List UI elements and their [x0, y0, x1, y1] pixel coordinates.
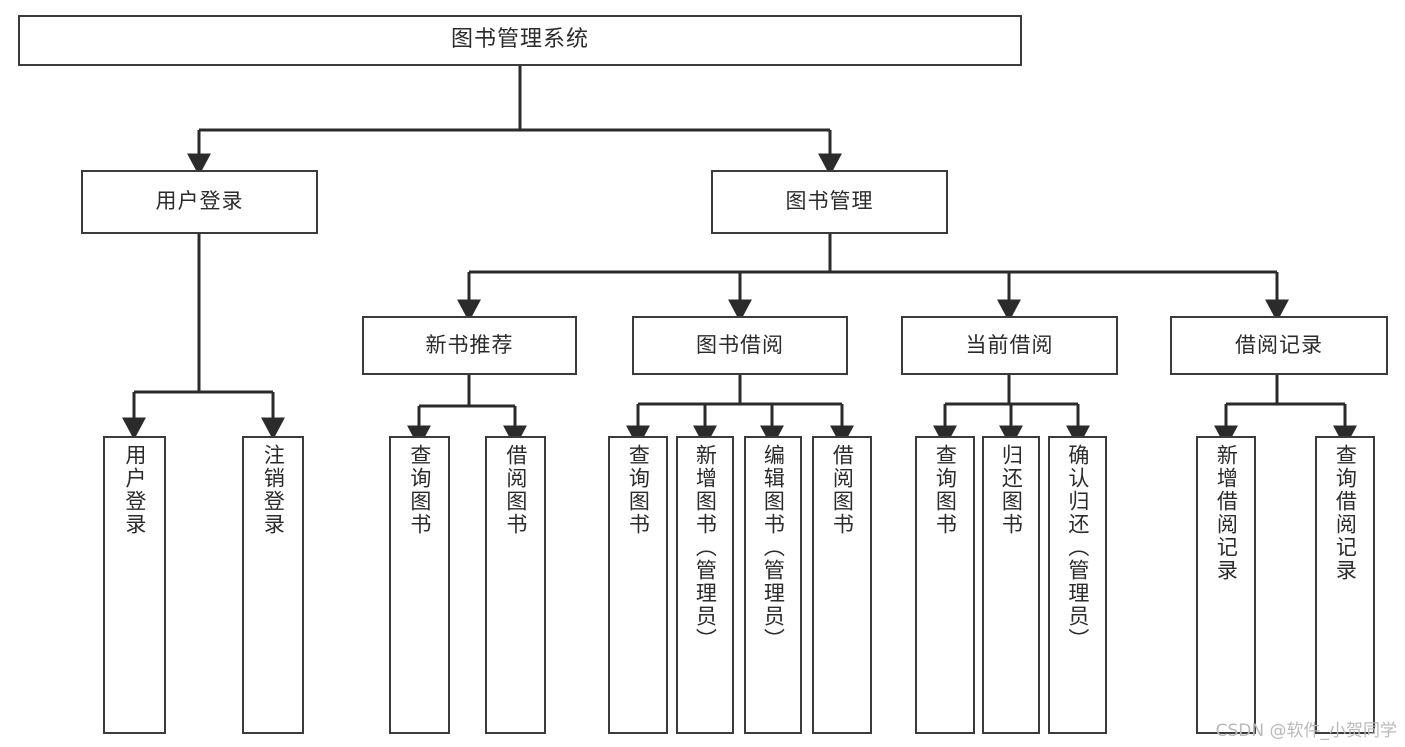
node-user-login[interactable]: 用户登录 — [81, 170, 318, 234]
leaf-new-book-query[interactable]: 查询图书 — [389, 436, 450, 734]
leaf-borrow-record-add[interactable]: 新增借阅记录 — [1196, 436, 1256, 734]
leaf-book-borrow-edit[interactable]: 编辑图书（管理员） — [744, 436, 802, 734]
node-label: 新增借阅记录 — [1214, 444, 1239, 582]
node-borrow-record[interactable]: 借阅记录 — [1170, 316, 1388, 375]
node-root-system[interactable]: 图书管理系统 — [18, 15, 1022, 66]
node-label: 用户登录 — [122, 444, 147, 536]
node-label: 图书管理系统 — [450, 27, 589, 53]
node-label: 查询图书 — [933, 444, 958, 536]
node-label: 借阅图书 — [830, 444, 855, 536]
node-label: 归还图书 — [999, 444, 1024, 536]
leaf-new-book-borrow[interactable]: 借阅图书 — [485, 436, 546, 734]
node-label: 新书推荐 — [425, 332, 514, 357]
node-label: 用户登录 — [155, 189, 244, 214]
node-label: 注销登录 — [261, 444, 286, 536]
leaf-borrow-record-query[interactable]: 查询借阅记录 — [1315, 436, 1375, 734]
leaf-user-login-logout[interactable]: 注销登录 — [242, 436, 304, 734]
node-label: 图书借阅 — [696, 332, 784, 357]
leaf-current-borrow-confirm-return[interactable]: 确认归还（管理员） — [1048, 436, 1107, 734]
leaf-book-borrow-add[interactable]: 新增图书（管理员） — [676, 436, 734, 734]
node-label: 当前借阅 — [965, 332, 1054, 357]
node-label: 新增图书（管理员） — [693, 444, 718, 651]
node-new-book-recommend[interactable]: 新书推荐 — [362, 316, 577, 375]
leaf-user-login-login[interactable]: 用户登录 — [103, 436, 166, 734]
leaf-book-borrow-query[interactable]: 查询图书 — [608, 436, 668, 734]
node-label: 查询借阅记录 — [1333, 444, 1358, 582]
node-label: 借阅图书 — [503, 444, 528, 536]
node-label: 图书管理 — [785, 189, 874, 214]
node-label: 查询图书 — [626, 444, 651, 536]
node-current-borrow[interactable]: 当前借阅 — [901, 316, 1118, 375]
node-label: 确认归还（管理员） — [1065, 444, 1090, 651]
leaf-current-borrow-return[interactable]: 归还图书 — [982, 436, 1040, 734]
leaf-book-borrow-borrow[interactable]: 借阅图书 — [812, 436, 872, 734]
node-book-borrow[interactable]: 图书借阅 — [632, 316, 848, 375]
node-label: 编辑图书（管理员） — [761, 444, 786, 651]
node-label: 借阅记录 — [1235, 332, 1323, 357]
node-book-management[interactable]: 图书管理 — [711, 170, 948, 234]
leaf-current-borrow-query[interactable]: 查询图书 — [915, 436, 975, 734]
node-label: 查询图书 — [407, 444, 432, 536]
